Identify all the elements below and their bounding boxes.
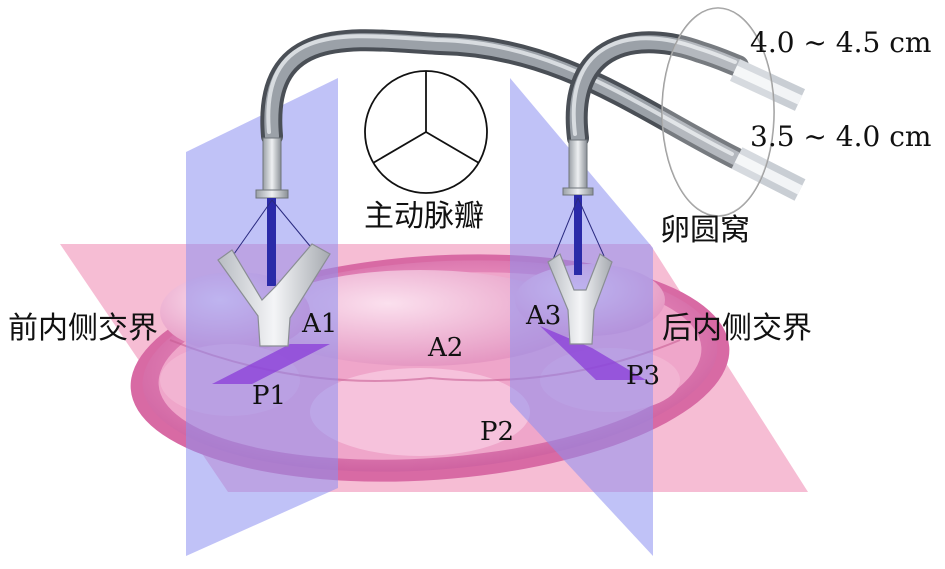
label-a2: A2: [427, 333, 463, 363]
intersection-marker-right: [540, 326, 646, 380]
label-a3: A3: [525, 301, 561, 331]
leaflet-a2: [260, 270, 580, 366]
label-fossa-ovalis: 卵圆窝: [660, 213, 750, 248]
label-aortic-valve: 主动脉瓣: [364, 199, 484, 234]
label-p2: P2: [480, 417, 514, 447]
label-posteromedial-commissure: 后内侧交界: [662, 311, 812, 346]
label-p3: P3: [626, 361, 660, 391]
clip-device-right: [547, 139, 613, 345]
label-p1: P1: [252, 381, 286, 411]
label-height-upper: 4.0 ~ 4.5 cm: [750, 26, 931, 59]
label-height-lower: 3.5 ~ 4.0 cm: [750, 120, 931, 153]
fossa-ovalis-ring: [661, 7, 775, 217]
intersection-marker-left: [212, 344, 330, 384]
leaflet-p2: [310, 368, 530, 456]
aortic-valve-icon: [364, 70, 488, 194]
clip-device-left: [217, 137, 331, 347]
label-a1: A1: [301, 309, 337, 339]
delivery-catheters: [260, 29, 806, 201]
label-anterolateral-commissure: 前内侧交界: [8, 311, 158, 346]
